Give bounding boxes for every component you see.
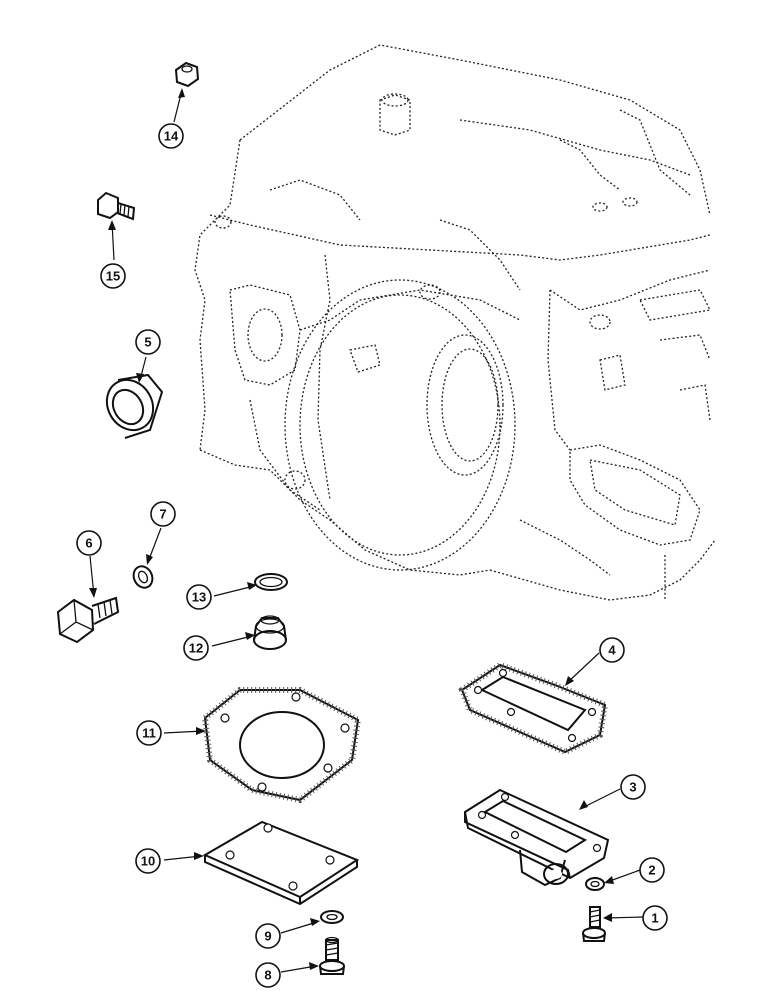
callout-number: 10	[141, 854, 155, 869]
plug-icon	[253, 615, 287, 650]
callout-number: 12	[189, 641, 203, 656]
bolt-icon	[97, 191, 136, 221]
leader-1	[605, 916, 644, 919]
gasket-icon	[458, 661, 609, 756]
callout-5: 5	[135, 329, 161, 355]
gasket-icon	[201, 687, 362, 804]
o-ring-icon	[254, 573, 288, 591]
callout-6: 6	[76, 530, 102, 556]
callout-number: 8	[264, 968, 271, 983]
callout-circle	[255, 962, 281, 988]
seal-icon	[105, 373, 164, 439]
callout-number: 6	[85, 536, 92, 551]
callout-14: 14	[158, 123, 184, 149]
callout-circle	[599, 637, 625, 663]
callout-12: 12	[183, 635, 209, 661]
arrow-13	[247, 582, 257, 590]
callout-circle	[135, 329, 161, 355]
callout-circle	[255, 923, 281, 949]
arrow-1	[603, 913, 612, 922]
arrow-7	[146, 554, 153, 565]
callout-number: 3	[629, 780, 636, 795]
callout-circle	[186, 584, 212, 610]
callout-4: 4	[599, 637, 625, 663]
cover-icon	[463, 788, 610, 887]
callout-11: 11	[136, 720, 162, 746]
callout-number: 2	[648, 863, 655, 878]
callout-9: 9	[255, 923, 281, 949]
callout-13: 13	[186, 584, 212, 610]
arrow-12	[245, 632, 255, 640]
washer-icon	[320, 910, 344, 924]
arrow-6	[89, 588, 97, 598]
callout-circle	[100, 263, 126, 289]
callout-number: 13	[192, 590, 206, 605]
bolt-icon	[319, 936, 345, 975]
leader-12	[211, 635, 253, 647]
washer-icon	[585, 877, 605, 891]
callout-3: 3	[620, 774, 646, 800]
arrow-2	[604, 876, 614, 884]
bolt-icon	[56, 596, 120, 644]
callout-number: 7	[159, 507, 166, 522]
arrow-8	[309, 962, 319, 970]
callout-number: 9	[264, 929, 271, 944]
callout-number: 15	[106, 269, 120, 284]
callout-circle	[150, 501, 176, 527]
callout-circle	[620, 774, 646, 800]
leader-9	[280, 921, 318, 934]
callout-7: 7	[150, 501, 176, 527]
callout-2: 2	[639, 857, 665, 883]
callout-number: 11	[142, 726, 156, 741]
callout-8: 8	[255, 962, 281, 988]
arrow-9	[310, 918, 320, 926]
callout-number: 5	[144, 335, 151, 350]
arrow-5	[136, 373, 144, 383]
callout-circle	[158, 123, 184, 149]
plate-icon	[202, 820, 360, 906]
arrow-14	[178, 88, 185, 98]
callout-circle	[135, 848, 161, 874]
bolt-icon	[582, 906, 606, 942]
leader-13	[213, 585, 255, 597]
transmission-housing	[194, 44, 716, 601]
leader-3	[581, 788, 621, 809]
washer-icon	[132, 565, 154, 589]
callout-15: 15	[100, 263, 126, 289]
arrow-4	[565, 676, 574, 686]
callout-10: 10	[135, 848, 161, 874]
callout-number: 1	[651, 911, 658, 926]
arrow-15	[108, 220, 116, 230]
leader-4	[566, 652, 600, 684]
callout-circle	[76, 530, 102, 556]
callout-1: 1	[642, 905, 668, 931]
callout-circle	[639, 857, 665, 883]
arrow-10	[194, 852, 204, 860]
nut-icon	[174, 61, 200, 88]
arrow-3	[579, 800, 588, 810]
callout-circle	[642, 905, 668, 931]
callout-number: 4	[608, 643, 616, 658]
arrow-11	[196, 727, 206, 735]
callout-circle	[136, 720, 162, 746]
callout-circle	[183, 635, 209, 661]
callout-number: 14	[164, 129, 179, 144]
